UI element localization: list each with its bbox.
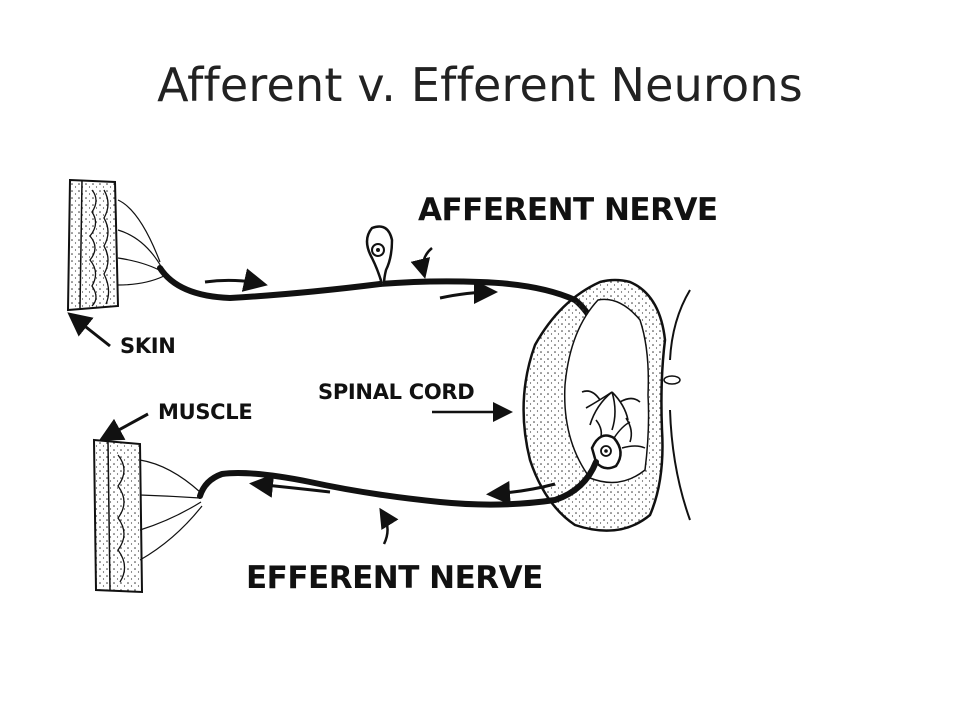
skin-label: SKIN bbox=[120, 334, 176, 358]
efferent-nerve-fiber bbox=[197, 459, 599, 508]
skin-pointer-arrow bbox=[67, 312, 111, 348]
spinal-cord-cross-section bbox=[522, 278, 691, 532]
skin-tissue bbox=[66, 178, 165, 312]
efferent-nerve-label: EFFERENT NERVE bbox=[246, 560, 543, 596]
muscle-tissue bbox=[92, 438, 203, 594]
muscle-label: MUSCLE bbox=[158, 400, 253, 424]
afferent-ganglion-cell bbox=[365, 225, 394, 285]
efferent-motor-cell bbox=[590, 421, 646, 470]
slide-title: Afferent v. Efferent Neurons bbox=[157, 58, 803, 112]
afferent-pointer-arrow bbox=[410, 247, 433, 279]
muscle-pointer-arrow bbox=[98, 412, 149, 441]
spinal-cord-label: SPINAL CORD bbox=[318, 380, 475, 404]
efferent-pointer-arrow bbox=[379, 507, 399, 545]
afferent-direction-arrows bbox=[204, 268, 498, 305]
efferent-direction-arrows bbox=[249, 473, 556, 505]
afferent-nerve-label: AFFERENT NERVE bbox=[418, 192, 718, 228]
